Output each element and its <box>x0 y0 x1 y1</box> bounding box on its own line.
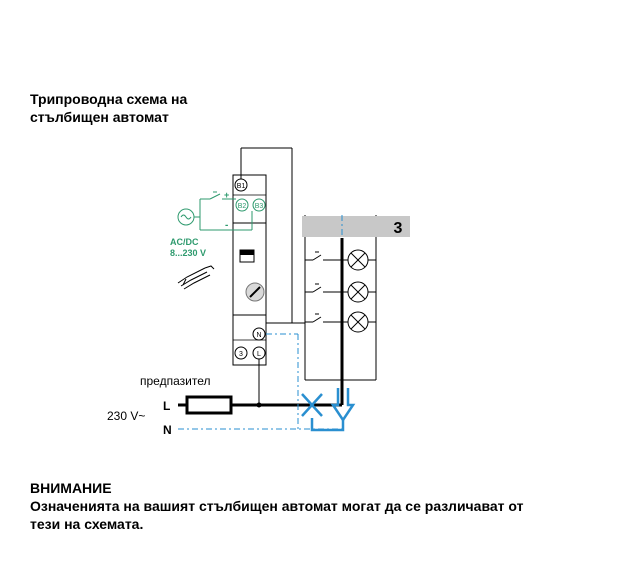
terminal-b3 <box>252 198 266 212</box>
title-line-1: Трипроводна схема на <box>30 91 188 107</box>
push-button-3 <box>305 313 342 323</box>
control-input <box>177 191 253 231</box>
supply-label-1: AC/DC <box>170 237 199 247</box>
terminal-b2-label: B2 <box>238 203 247 210</box>
title-line-2: стълбищен автомат <box>30 109 169 125</box>
terminal-3-label: 3 <box>239 351 243 358</box>
diagram-title: Трипроводна схема на стълбищен автомат <box>30 90 187 126</box>
device-middle-module <box>232 222 267 316</box>
warning-note: ВНИМАНИЕ Означенията на вашият стълбищен… <box>30 479 600 533</box>
hand-press-icon <box>177 265 215 290</box>
lamp-2 <box>342 281 376 303</box>
terminal-n-label: N <box>256 332 261 339</box>
terminal-3 <box>234 346 248 360</box>
fuse-label: предпазител <box>140 374 210 388</box>
terminal-l-label: L <box>257 351 261 358</box>
line-l-label: L <box>163 399 170 413</box>
warning-heading: ВНИМАНИЕ <box>30 480 112 496</box>
push-buttons <box>305 251 342 323</box>
terminal-b2 <box>235 198 249 212</box>
neutral-wiring <box>178 215 345 430</box>
terminal-b3-label: B3 <box>255 203 264 210</box>
warning-line-2: тези на схемата. <box>30 516 144 532</box>
lamps <box>342 249 376 333</box>
supply-label-2: 8...230 V <box>170 248 206 258</box>
terminal-b1-label: B1 <box>237 183 246 190</box>
stairwell-number: 3 <box>394 220 403 237</box>
correction-marks <box>301 388 356 432</box>
push-button-2 <box>305 283 342 293</box>
lamp-3 <box>342 311 376 333</box>
voltage-label: 230 V~ <box>107 409 145 423</box>
push-button-1 <box>305 251 342 261</box>
fuse <box>185 395 233 415</box>
plus-sign: + <box>224 190 229 200</box>
line-n-label: N <box>163 423 172 437</box>
lamp-1 <box>342 249 376 271</box>
warning-line-1: Означенията на вашият стълбищен автомат … <box>30 498 524 514</box>
minus-sign: - <box>225 220 228 231</box>
wiring-diagram: B1 B2 B3 N 3 L + - AC/DC 8...230 V <box>107 147 410 437</box>
relay-device: B1 B2 B3 N 3 L <box>232 174 267 366</box>
terminal-n <box>252 327 266 341</box>
stairwell-panel <box>302 216 410 237</box>
